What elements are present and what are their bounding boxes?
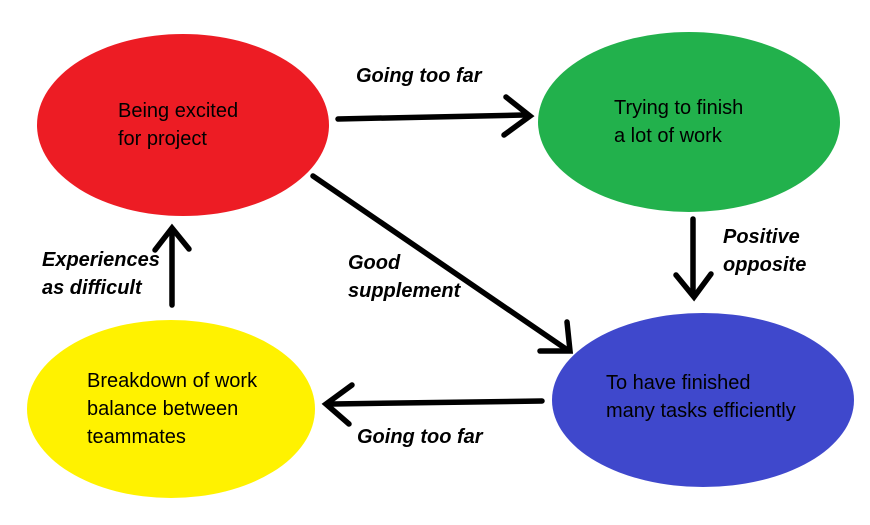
- node-label-finished-tasks: To have finished many tasks efficiently: [606, 372, 796, 422]
- node-label-breakdown: Breakdown of work balance between teamma…: [87, 370, 258, 448]
- arrow-excited-to-finish: [335, 94, 535, 138]
- node-label-being-excited: Being excited for project: [118, 100, 239, 150]
- node-breakdown-ellipse: [27, 320, 315, 498]
- node-label-trying-to-finish: Trying to finish a lot of work: [614, 97, 744, 147]
- arrow-finished-to-breakdown: [321, 382, 545, 427]
- arrow-excited-to-finished: [310, 173, 574, 354]
- node-trying-to-finish-ellipse: [538, 32, 840, 212]
- edge-label-experiences-as-difficult: Experiences as difficult: [42, 249, 160, 299]
- node-being-excited-ellipse: [37, 34, 329, 216]
- edge-label-good-supplement: Good supplement: [348, 252, 461, 302]
- node-finished-tasks-ellipse: [552, 313, 854, 487]
- edge-label-going-too-far-bottom: Going too far: [357, 426, 483, 448]
- arrow-finish-to-finished: [673, 216, 714, 302]
- edge-label-going-too-far-top: Going too far: [356, 65, 482, 87]
- edge-label-positive-opposite: Positive opposite: [723, 226, 807, 276]
- arrow-breakdown-to-excited: [152, 223, 192, 308]
